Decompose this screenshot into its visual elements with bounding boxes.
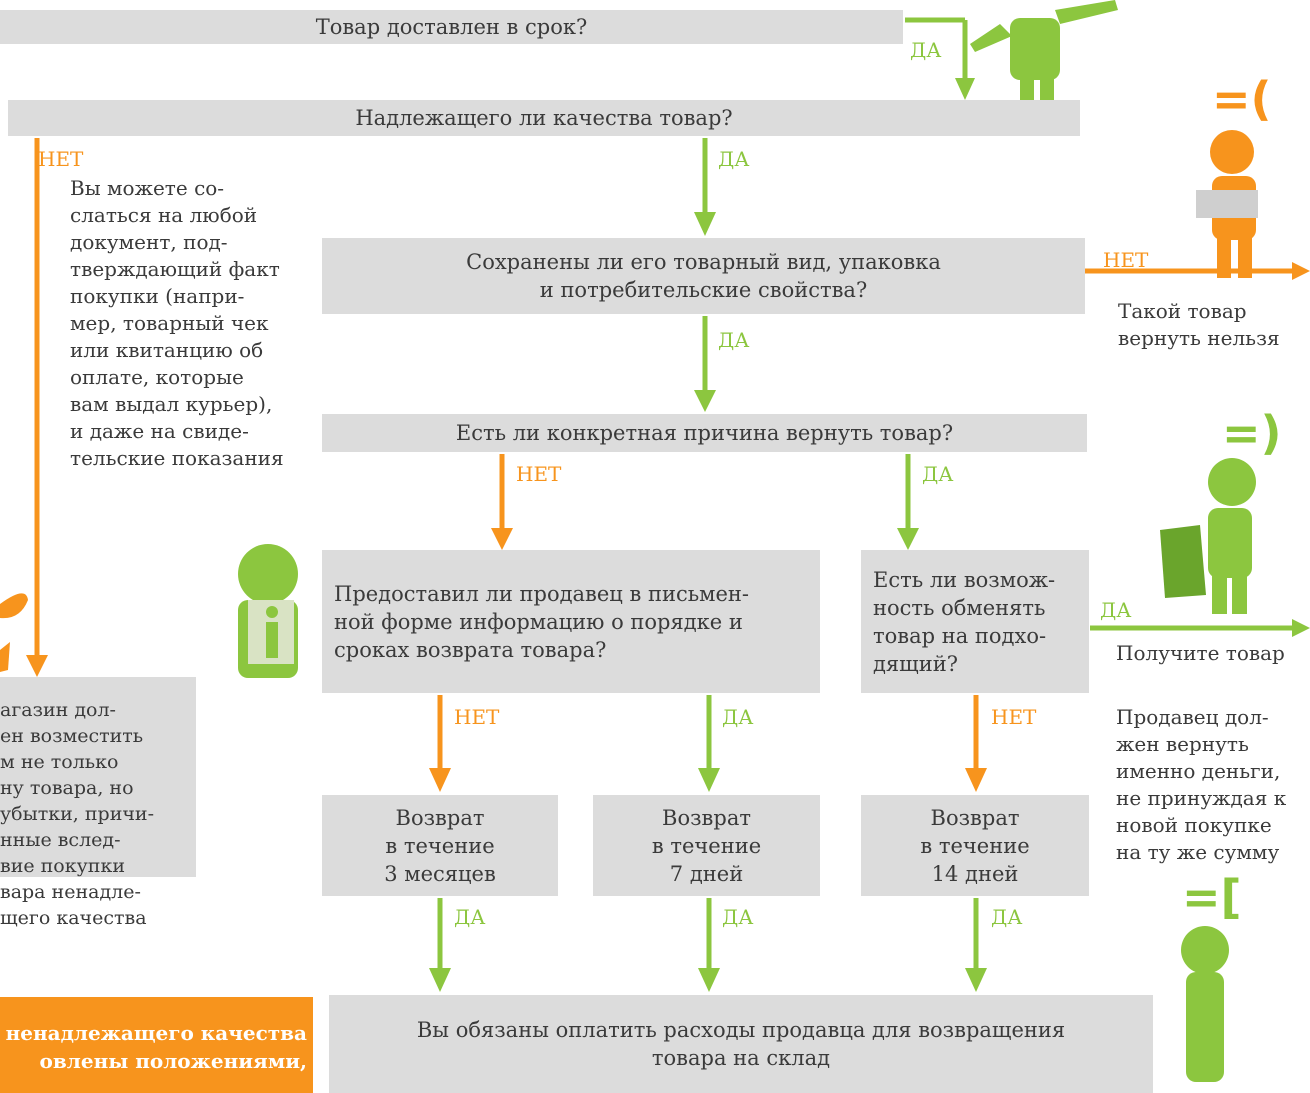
green-person-jacket-icon [1160,458,1256,614]
label-no: НЕТ [991,705,1037,729]
get-item-text: Получите товар [1116,641,1285,665]
pay-return-costs-box: Вы обязаны оплатить расходы продавца для… [329,995,1153,1093]
sad-face-label: =( [1212,72,1272,126]
happy-face-label: =) [1222,406,1282,460]
green-person-thinking-icon [1181,926,1229,1082]
label-yes: ДА [722,905,754,929]
label-yes: ДА [1100,598,1132,622]
unsure-face-label: =[ [1182,870,1242,924]
label-yes: ДА [718,147,750,171]
question-specific-reason: Есть ли конкретная причина вернуть товар… [322,414,1087,452]
green-person-top-icon [970,0,1118,118]
orange-person-left-icon [0,593,28,672]
question-quality: Надлежащего ли качества товар? [8,100,1080,136]
legal-provisions-box: ненадлежащего качества овлены положениям… [0,997,313,1093]
result-14-days: Возврат в течение 14 дней [861,795,1089,896]
question-delivered-on-time: Товар доставлен в срок? [0,10,903,44]
label-yes: ДА [922,462,954,486]
question-written-info: Предоставил ли продавец в письмен- ной ф… [322,550,820,693]
label-yes: ДА [718,328,750,352]
label-no: НЕТ [516,462,562,486]
label-yes: ДА [910,38,942,62]
cannot-return-text: Такой товар вернуть нельзя [1118,299,1280,350]
label-yes: ДА [454,905,486,929]
label-yes: ДА [991,905,1023,929]
label-no: НЕТ [454,705,500,729]
shop-compensation-box: агазин дол- ен возместить м не только ну… [0,677,196,929]
refund-money-text: Продавец дол- жен вернуть именно деньги,… [1116,705,1287,864]
result-3-months: Возврат в течение 3 месяцев [322,795,558,896]
label-no: НЕТ [1103,248,1149,272]
info-person-icon [238,544,298,678]
orange-person-sad-icon [1196,130,1258,278]
result-7-days: Возврат в течение 7 дней [593,795,820,896]
proof-of-purchase-text: Вы можете со- слаться на любой документ,… [70,176,284,470]
question-exchange-possible: Есть ли возмож- ность обменять товар на … [861,550,1089,693]
question-appearance-preserved: Сохранены ли его товарный вид, упаковка … [322,238,1085,314]
label-yes: ДА [722,705,754,729]
label-no: НЕТ [38,147,84,171]
